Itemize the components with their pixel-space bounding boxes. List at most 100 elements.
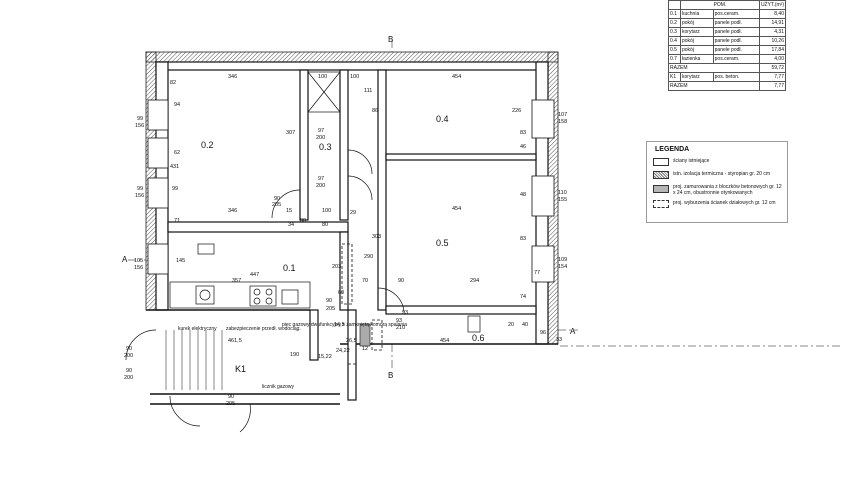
door-swing-entry (125, 329, 157, 361)
dim-label: 93 (396, 318, 402, 324)
note-gas-meter: licznik gazowy (262, 384, 294, 390)
dim-label: 100 (350, 74, 359, 80)
dim-label: 100 (318, 74, 327, 80)
dim-label: 100 (322, 208, 331, 214)
window-left-4 (147, 243, 169, 275)
door-swing-04 (347, 149, 373, 175)
room-label-05: 0.5 (436, 238, 449, 248)
dim-label: 71 (174, 218, 180, 224)
windows (147, 99, 555, 283)
wall-04-05 (385, 153, 537, 161)
dim-label: 90 (228, 394, 234, 400)
dim-label: 90 (326, 298, 332, 304)
door-swing-05 (377, 287, 405, 313)
dim-label: 154 (558, 264, 567, 270)
dim-label: 83 (520, 236, 526, 242)
dim-label: 156 (134, 265, 143, 271)
dim-label: 290 (364, 254, 373, 260)
boiler-icon (281, 289, 299, 305)
dim-label: 158 (558, 119, 567, 125)
sink-drain-icon (199, 289, 211, 301)
dim-label: 62 (174, 150, 180, 156)
cell-sum-area: 7,77 (758, 81, 787, 91)
dim-label: 431 (170, 164, 179, 170)
dim-label: 90 (398, 278, 404, 284)
dim-label: 80 (322, 222, 328, 228)
wall-01-corridor (339, 231, 349, 311)
legend-swatch-existing (653, 158, 669, 166)
dim-label: 200 (316, 135, 325, 141)
fridge-icon (197, 243, 215, 255)
section-mark-a-left: A (122, 255, 128, 264)
legend-swatch-insulation (653, 171, 669, 179)
window-left-3 (147, 177, 169, 209)
cooktop-icon (249, 285, 277, 307)
section-lines (128, 40, 840, 370)
section-mark-b-top: B (388, 35, 393, 44)
dim-label: 80 (300, 218, 306, 224)
demolition-wall-1 (341, 243, 353, 305)
dim-label: 346 (228, 208, 237, 214)
dim-label: 205 (226, 401, 235, 407)
dim-label: 461,5 (228, 338, 242, 344)
dim-label: 94 (174, 102, 180, 108)
room-labels: 0.2 0.3 0.4 0.5 0.1 0.6 K1 (201, 114, 485, 374)
door-swing-02 (271, 189, 301, 219)
dim-label: 294 (470, 278, 479, 284)
demolition-wall-3 (347, 363, 357, 401)
dim-label: 111 (364, 88, 372, 94)
kitchen-fittings (169, 243, 481, 333)
legend-item-demolition: proj. wyburzenia ścianek działowych gr. … (673, 200, 776, 206)
doors (125, 149, 405, 433)
wall-03-04 (339, 69, 349, 221)
section-mark-a-right: A (570, 327, 576, 336)
legend-box: LEGENDA ściany istniejące istn. izolacja… (646, 141, 788, 223)
dim-label: 99 (172, 186, 178, 192)
dim-label: 90 (274, 196, 280, 202)
dim-label: 77 (534, 270, 540, 276)
vent-shaft-box (307, 71, 341, 113)
dim-label: 24,22 (336, 348, 350, 354)
legend-swatch-blocks (653, 185, 669, 193)
dim-label: 90 (126, 346, 132, 352)
room-label-06: 0.6 (472, 333, 485, 343)
dim-label: 145 (176, 258, 185, 264)
door-swing-k1-2 (239, 403, 251, 433)
burner-icon (253, 288, 261, 296)
legend-item-blocks: proj. zamurowania z bloczków betonowych … (673, 184, 782, 196)
room-label-03: 0.3 (319, 142, 332, 152)
dim-label: 109 (558, 257, 567, 263)
dim-label: 90 (126, 368, 132, 374)
dim-label: 26,5 (346, 338, 357, 344)
wall-top (155, 61, 549, 71)
dim-label: 83 (520, 130, 526, 136)
note-boiler: kurek elektryczny (178, 326, 217, 332)
dim-label: 447 (250, 272, 259, 278)
burner-icon (265, 288, 273, 296)
dim-label: 86 (372, 108, 378, 114)
room-label-k1: K1 (235, 364, 246, 374)
wall-k1-east (309, 309, 319, 361)
dim-label: 20 (508, 322, 514, 328)
dim-label: 190 (290, 352, 299, 358)
dim-label: 303 (372, 234, 381, 240)
dim-label: 93 (402, 310, 408, 316)
washbasin-icon (467, 315, 481, 333)
dim-label: 70 (362, 278, 368, 284)
dim-label: 15,22 (318, 354, 332, 360)
stairs (150, 330, 340, 405)
demolition-wall-2 (371, 319, 383, 351)
dim-label: 99 (137, 116, 143, 122)
legend-swatch-demolition (653, 200, 669, 208)
dim-label: 200 (124, 353, 133, 359)
dim-label: 210 (396, 325, 405, 331)
vent-diag-2 (307, 71, 341, 113)
dim-label: 74 (520, 294, 526, 300)
dim-label: 110 (558, 190, 567, 196)
room-label-04: 0.4 (436, 114, 449, 124)
window-right-3 (531, 245, 555, 283)
dim-label: 156 (135, 123, 144, 129)
wall-top-insulation (145, 51, 559, 63)
dim-label: 454 (452, 74, 461, 80)
